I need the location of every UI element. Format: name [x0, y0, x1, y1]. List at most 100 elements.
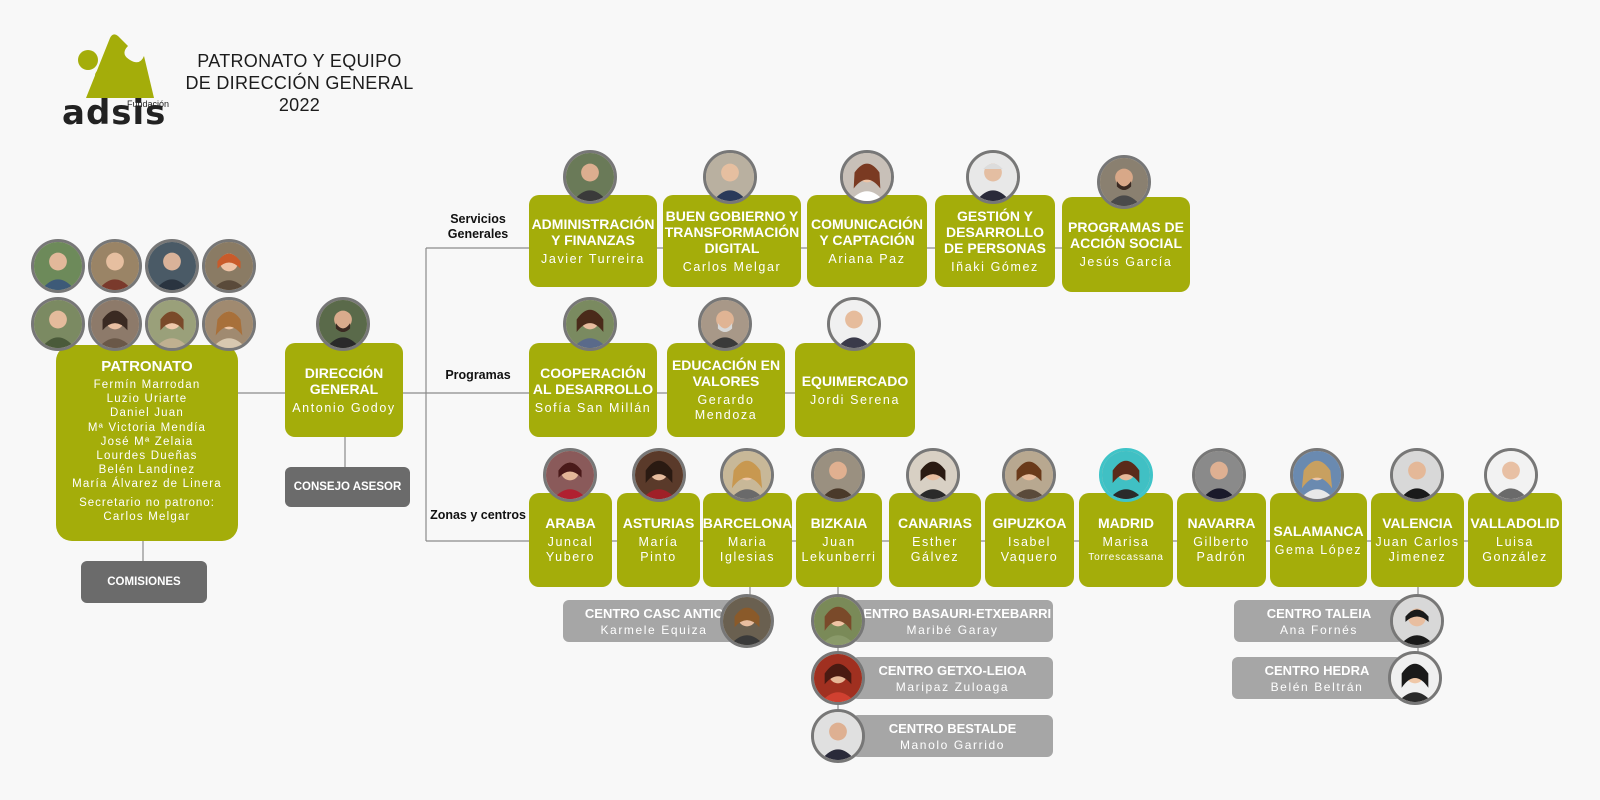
patronato-member: José Mª Zelaia: [100, 435, 194, 448]
box-person-name: Gerardo Mendoza: [694, 393, 758, 422]
comisiones-box: COMISIONES: [81, 561, 207, 603]
page-title: PATRONATO Y EQUIPO DE DIRECCIÓN GENERAL …: [185, 51, 414, 115]
portrait-photo-icon: [698, 297, 752, 351]
portrait-photo-icon: [202, 297, 256, 351]
box-title: GIPUZKOA: [992, 515, 1067, 531]
box-person-name: Karmele Equiza: [600, 622, 708, 637]
portrait-photo-icon: [966, 150, 1020, 204]
secretary-label: Secretario no patrono:: [79, 496, 215, 509]
portrait-photo-icon: [1390, 594, 1444, 648]
box-person-name: Gilberto Padrón: [1193, 535, 1250, 564]
portrait-photo-icon: [145, 297, 199, 351]
programa-box: EDUCACIÓN EN VALORES Gerardo Mendoza: [667, 343, 785, 437]
portrait-photo-icon: [1388, 651, 1442, 705]
box-person-name: Marisa: [1102, 535, 1150, 549]
portrait-photo-icon: [316, 297, 370, 351]
box-person-name: Ana Fornés: [1279, 622, 1359, 637]
patronato-member: Luzio Uriarte: [106, 393, 188, 406]
direccion-general-box: DIRECCIÓN GENERAL Antonio Godoy: [285, 343, 403, 437]
patronato-member: Lourdes Dueñas: [96, 450, 198, 463]
box-title: EQUIMERCADO: [801, 372, 909, 389]
portrait-photo-icon: [827, 297, 881, 351]
adsis-puzzle-logo-icon: [78, 34, 154, 98]
portrait-photo-icon: [202, 239, 256, 293]
box-title: ARABA: [545, 515, 596, 531]
servicio-box: PROGRAMAS DE ACCIÓN SOCIAL Jesús García: [1062, 197, 1190, 292]
servicio-box: GESTIÓN Y DESARROLLO DE PERSONAS Iñaki G…: [935, 195, 1055, 287]
box-person-name: Juncal Yubero: [545, 535, 596, 564]
centro-box: CENTRO TALEIA Ana Fornés: [1234, 600, 1404, 642]
box-person-name: Maria Iglesias: [719, 535, 776, 564]
box-person-name: Belén Beltrán: [1270, 679, 1364, 694]
patronato-box: PATRONATO Fermín Marrodan Luzio Uriarte …: [56, 345, 238, 541]
box-person-name: Javier Turreira: [541, 251, 645, 266]
row-label-zonas: Zonas y centros: [430, 508, 526, 522]
box-title: BIZKAIA: [810, 515, 868, 531]
box-title: CENTRO TALEIA: [1266, 605, 1372, 621]
box-person-surname: Torrescassana: [1088, 552, 1164, 563]
zona-box: ARABA Juncal Yubero: [529, 493, 612, 587]
secretary-name: Carlos Melgar: [103, 510, 191, 523]
portrait-photo-icon: [840, 150, 894, 204]
portrait-photo-icon: [1002, 448, 1056, 502]
consejo-asesor-box: CONSEJO ASESOR: [285, 467, 410, 507]
portrait-photo-icon: [811, 651, 865, 705]
zona-box: CANARIAS Esther Gálvez: [889, 493, 981, 587]
zona-box: BIZKAIA Juan Lekunberri: [796, 493, 882, 587]
box-title: CENTRO HEDRA: [1264, 662, 1370, 678]
zona-box: BARCELONA Maria Iglesias: [703, 493, 792, 587]
box-person-name: Juan Carlos Jimenez: [1375, 535, 1460, 564]
box-person-name: Maribé Garay: [906, 622, 999, 637]
box-person-name: Isabel Vaquero: [1000, 535, 1059, 564]
box-title: SALAMANCA: [1273, 522, 1364, 539]
portrait-photo-icon: [1097, 155, 1151, 209]
portrait-photo-icon: [1484, 448, 1538, 502]
box-person-name: Esther Gálvez: [910, 535, 960, 564]
zona-box: NAVARRA Gilberto Padrón: [1177, 493, 1266, 587]
portrait-photo-icon: [632, 448, 686, 502]
centro-box: CENTRO GETXO-LEIOA Maripaz Zuloaga: [852, 657, 1053, 699]
logo-wordmark: adsis: [62, 93, 167, 133]
box-title: COMUNICACIÓN Y CAPTACIÓN: [811, 215, 923, 248]
patronato-member: Fermín Marrodan: [93, 379, 201, 391]
box-person-name: Iñaki Gómez: [951, 259, 1039, 274]
box-person-name: Luisa González: [1482, 535, 1548, 564]
patronato-member: Daniel Juan: [110, 407, 184, 420]
portrait-photo-icon: [1099, 448, 1153, 502]
box-person-name: María Pinto: [638, 535, 679, 564]
box-title: ASTURIAS: [622, 515, 695, 531]
portrait-photo-icon: [31, 297, 85, 351]
box-title: BUEN GOBIERNO Y TRANSFORMACIÓN DIGITAL: [664, 207, 800, 256]
zona-box: ASTURIAS María Pinto: [617, 493, 700, 587]
box-person-name: Juan Lekunberri: [801, 535, 877, 564]
box-title: ADMINISTRACIÓN Y FINANZAS: [531, 215, 655, 248]
box-title: VALENCIA: [1382, 515, 1453, 531]
portrait-photo-icon: [88, 239, 142, 293]
box-title: PROGRAMAS DE ACCIÓN SOCIAL: [1068, 219, 1184, 251]
centro-box: CENTRO BASAURI-ETXEBARRI Maribé Garay: [852, 600, 1053, 642]
portrait-photo-icon: [811, 709, 865, 763]
centro-box: CENTRO CASC ANTIC Karmele Equiza: [563, 600, 745, 642]
zona-box: SALAMANCA Gema López: [1270, 493, 1367, 587]
row-label-servicios: Servicios Generales: [447, 212, 509, 241]
programa-box: COOPERACIÓN AL DESARROLLO Sofía San Mill…: [529, 343, 657, 437]
centro-box: CENTRO HEDRA Belén Beltrán: [1232, 657, 1402, 699]
box-title: CENTRO BASAURI-ETXEBARRI: [853, 605, 1052, 621]
zona-box: MADRID Marisa Torrescassana: [1079, 493, 1173, 587]
box-person-name: Antonio Godoy: [292, 400, 396, 415]
box-person-name: Jesús García: [1079, 255, 1173, 269]
box-person-name: Sofía San Millán: [534, 400, 652, 415]
centro-box: CENTRO BESTALDE Manolo Garrido: [852, 715, 1053, 757]
servicio-box: COMUNICACIÓN Y CAPTACIÓN Ariana Paz: [807, 195, 927, 287]
portrait-photo-icon: [543, 448, 597, 502]
portrait-photo-icon: [31, 239, 85, 293]
portrait-photo-icon: [906, 448, 960, 502]
patronato-member: María Álvarez de Linera: [72, 478, 222, 491]
box-person-name: Ariana Paz: [828, 251, 906, 266]
portrait-photo-icon: [720, 448, 774, 502]
patronato-member: Belén Landínez: [98, 464, 196, 477]
box-title: DIRECCIÓN GENERAL: [304, 364, 384, 397]
portrait-photo-icon: [811, 448, 865, 502]
servicio-box: BUEN GOBIERNO Y TRANSFORMACIÓN DIGITAL C…: [663, 195, 801, 287]
portrait-photo-icon: [145, 239, 199, 293]
